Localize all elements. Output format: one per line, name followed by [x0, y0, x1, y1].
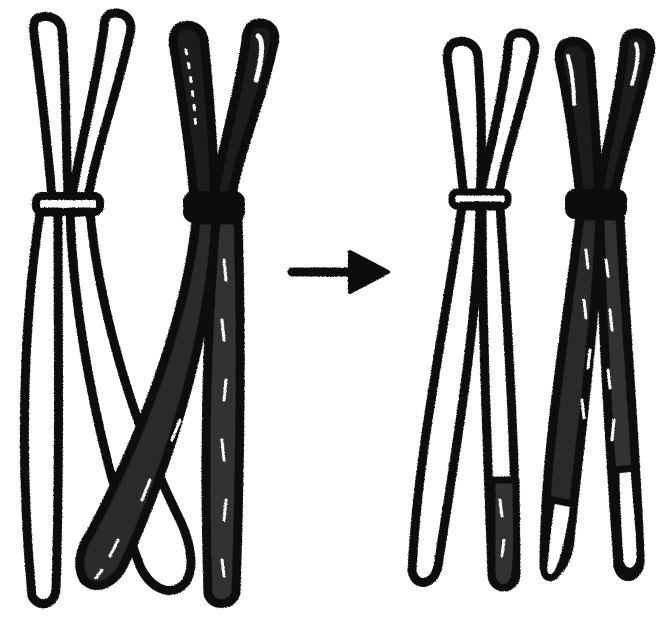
chromatid-d-lower-arm [206, 220, 240, 604]
chromosome-right-dark [544, 33, 651, 578]
chromatid-a-upper-arm [34, 17, 68, 199]
chromatid-f-upper-arm [480, 33, 535, 196]
arrow-right-icon [292, 252, 388, 292]
chromatid-b-upper-arm [72, 13, 131, 198]
chromatid-e-upper-arm [447, 41, 481, 198]
chromatid-a-lower-arm [24, 212, 58, 604]
chromatid-h-upper-arm [598, 33, 651, 196]
exchanged-segment-light-right [616, 468, 640, 571]
panel-before-crossing-over [24, 13, 274, 604]
chromosome-right-light [412, 33, 535, 588]
chromatid-c-upper-arm [173, 25, 214, 198]
panel-after-crossing-over [412, 33, 651, 588]
chromatid-d-upper-arm [214, 23, 275, 196]
exchanged-segment-light-left [544, 500, 574, 578]
chromatid-g-upper-arm [559, 41, 598, 198]
exchanged-segment-dark [492, 480, 517, 588]
arrow-head [350, 252, 388, 292]
chromatid-e-lower-arm [412, 206, 480, 582]
